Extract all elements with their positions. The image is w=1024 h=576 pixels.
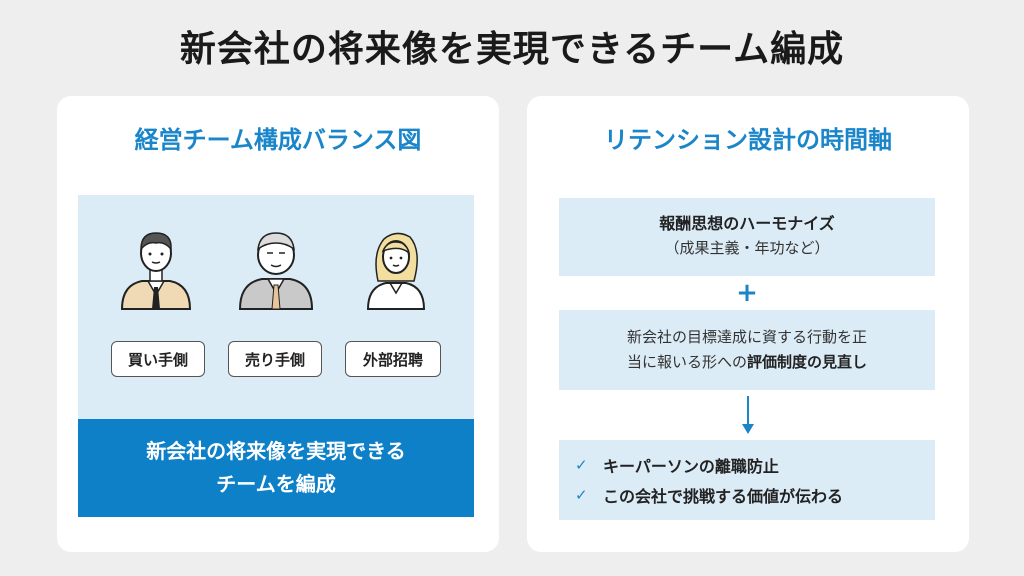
evaluation-review-emphasis: 評価制度の見直し — [747, 353, 868, 371]
businessman-icon — [116, 223, 196, 311]
team-goal-line1: 新会社の将来像を実現できる — [146, 439, 406, 463]
check-icon: ✓ — [575, 456, 588, 474]
result-label: キーパーソンの離職防止 — [603, 457, 779, 476]
result-item: ✓ キーパーソンの離職防止 — [575, 450, 935, 480]
evaluation-review-line1: 新会社の目標達成に資する行動を正 — [626, 328, 867, 346]
team-goal-box: 新会社の将来像を実現できる チームを編成 — [78, 419, 474, 517]
result-item: ✓ この会社で挑戦する価値が伝わる — [575, 480, 935, 510]
team-goal-line2: チームを編成 — [216, 472, 336, 496]
team-balance-title: 経営チーム構成バランス図 — [134, 126, 422, 154]
team-members-area: 買い手側 売り手側 外部招聘 新会社の将来像を実現できる チームを編成 — [78, 195, 474, 517]
role-seller-side: 売り手側 — [228, 341, 322, 377]
arrow-down-icon — [742, 396, 754, 434]
evaluation-review-line2-text: 当に報いる形への — [626, 353, 747, 371]
compensation-harmonize-title: 報酬思想のハーモナイズ — [659, 214, 835, 233]
check-icon: ✓ — [575, 486, 588, 504]
businesswoman-icon — [356, 223, 436, 311]
retention-results-box: ✓ キーパーソンの離職防止 ✓ この会社で挑戦する価値が伝わる — [559, 440, 935, 520]
retention-timeline-title: リテンション設計の時間軸 — [604, 126, 892, 154]
role-buyer-side: 買い手側 — [111, 341, 205, 377]
evaluation-review-line2: 当に報いる形への評価制度の見直し — [559, 350, 935, 375]
role-external-hire: 外部招聘 — [345, 341, 441, 377]
retention-timeline-panel: リテンション設計の時間軸 報酬思想のハーモナイズ （成果主義・年功など） + 新… — [527, 96, 969, 552]
evaluation-review-box: 新会社の目標達成に資する行動を正 当に報いる形への評価制度の見直し — [559, 310, 935, 390]
compensation-harmonize-note: （成果主義・年功など） — [664, 239, 830, 257]
compensation-harmonize-box: 報酬思想のハーモナイズ （成果主義・年功など） — [559, 198, 935, 276]
plus-icon: + — [736, 278, 758, 308]
team-balance-panel: 経営チーム構成バランス図 — [57, 96, 499, 552]
page-title: 新会社の将来像を実現できるチーム編成 — [179, 29, 845, 70]
result-label: この会社で挑戦する価値が伝わる — [603, 487, 844, 506]
senior-businessman-icon — [236, 223, 316, 311]
